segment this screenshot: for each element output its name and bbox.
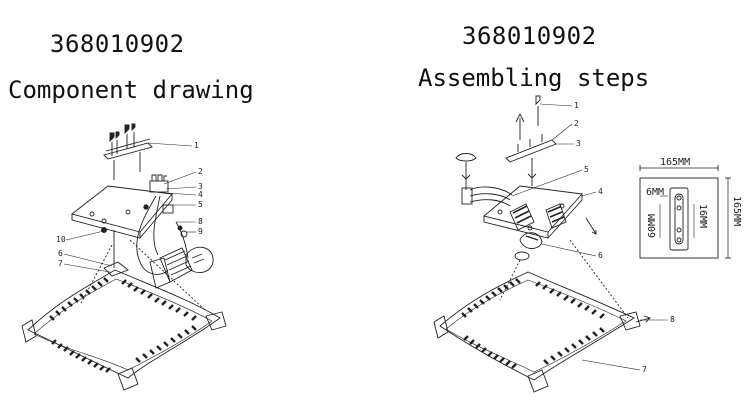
wire bbox=[153, 195, 161, 256]
slot-dimension: 6MM bbox=[646, 187, 664, 198]
right-leader-lines bbox=[511, 103, 668, 371]
connector bbox=[461, 187, 473, 205]
bracket-slot bbox=[674, 193, 684, 245]
wire bbox=[175, 221, 189, 259]
bracket-detail: 165MM 6MM 60MM 16MM 165MM bbox=[639, 157, 742, 259]
right-assembling-steps: 1 2 3 5 4 6 8 7 bbox=[433, 95, 675, 393]
mounting-bar bbox=[103, 123, 153, 180]
glass-shade bbox=[21, 269, 227, 391]
lamp-socket bbox=[509, 203, 535, 231]
terminal-block bbox=[149, 174, 174, 214]
canopy-plate bbox=[483, 185, 583, 239]
screw bbox=[535, 95, 541, 126]
bracket-outline bbox=[639, 177, 719, 259]
arrow bbox=[527, 158, 537, 186]
left-component-drawing: 1 2 3 4 5 8 9 10 6 7 bbox=[21, 123, 227, 391]
arrow bbox=[585, 217, 597, 235]
bracket-plate bbox=[669, 187, 689, 251]
lamp-socket bbox=[149, 247, 193, 289]
small-hardware bbox=[177, 225, 188, 238]
glass-shade bbox=[433, 271, 651, 393]
left-callout: 1 bbox=[194, 141, 199, 150]
right-callout: 3 bbox=[576, 139, 581, 148]
right-callout: 6 bbox=[598, 251, 603, 260]
left-callout: 8 bbox=[198, 217, 203, 226]
right-callout: 7 bbox=[642, 365, 647, 374]
left-callout: 9 bbox=[198, 227, 203, 236]
left-title: Component drawing bbox=[8, 76, 254, 104]
left-callout: 4 bbox=[198, 190, 203, 199]
bulb bbox=[185, 246, 214, 273]
left-product-code: 368010902 bbox=[50, 30, 185, 58]
left-callout: 2 bbox=[198, 167, 203, 176]
height-dimension: 165MM bbox=[731, 196, 742, 226]
arrow bbox=[515, 112, 525, 140]
lamp-socket bbox=[545, 203, 567, 229]
mounting-bar bbox=[505, 139, 557, 163]
right-callout: 2 bbox=[574, 119, 579, 128]
right-callout: 8 bbox=[670, 315, 675, 324]
left-callout: 3 bbox=[198, 182, 203, 191]
inner-dimension: 16MM bbox=[697, 204, 708, 228]
left-callout: 5 bbox=[198, 200, 203, 209]
width-dimension: 165MM bbox=[660, 157, 690, 168]
left-callout: 7 bbox=[58, 259, 63, 268]
left-callout: 10 bbox=[56, 235, 66, 244]
right-callout: 5 bbox=[584, 165, 589, 174]
left-dimension: 60MM bbox=[647, 214, 658, 238]
wire bbox=[136, 195, 169, 275]
left-callout: 6 bbox=[58, 249, 63, 258]
right-callout: 1 bbox=[574, 101, 579, 110]
right-product-code: 368010902 bbox=[462, 22, 597, 50]
ceiling-anchor bbox=[455, 153, 477, 162]
right-callout: 4 bbox=[598, 187, 603, 196]
bulb-holder bbox=[514, 232, 543, 261]
right-title: Assembling steps bbox=[418, 64, 650, 92]
left-leader-lines bbox=[63, 142, 197, 273]
